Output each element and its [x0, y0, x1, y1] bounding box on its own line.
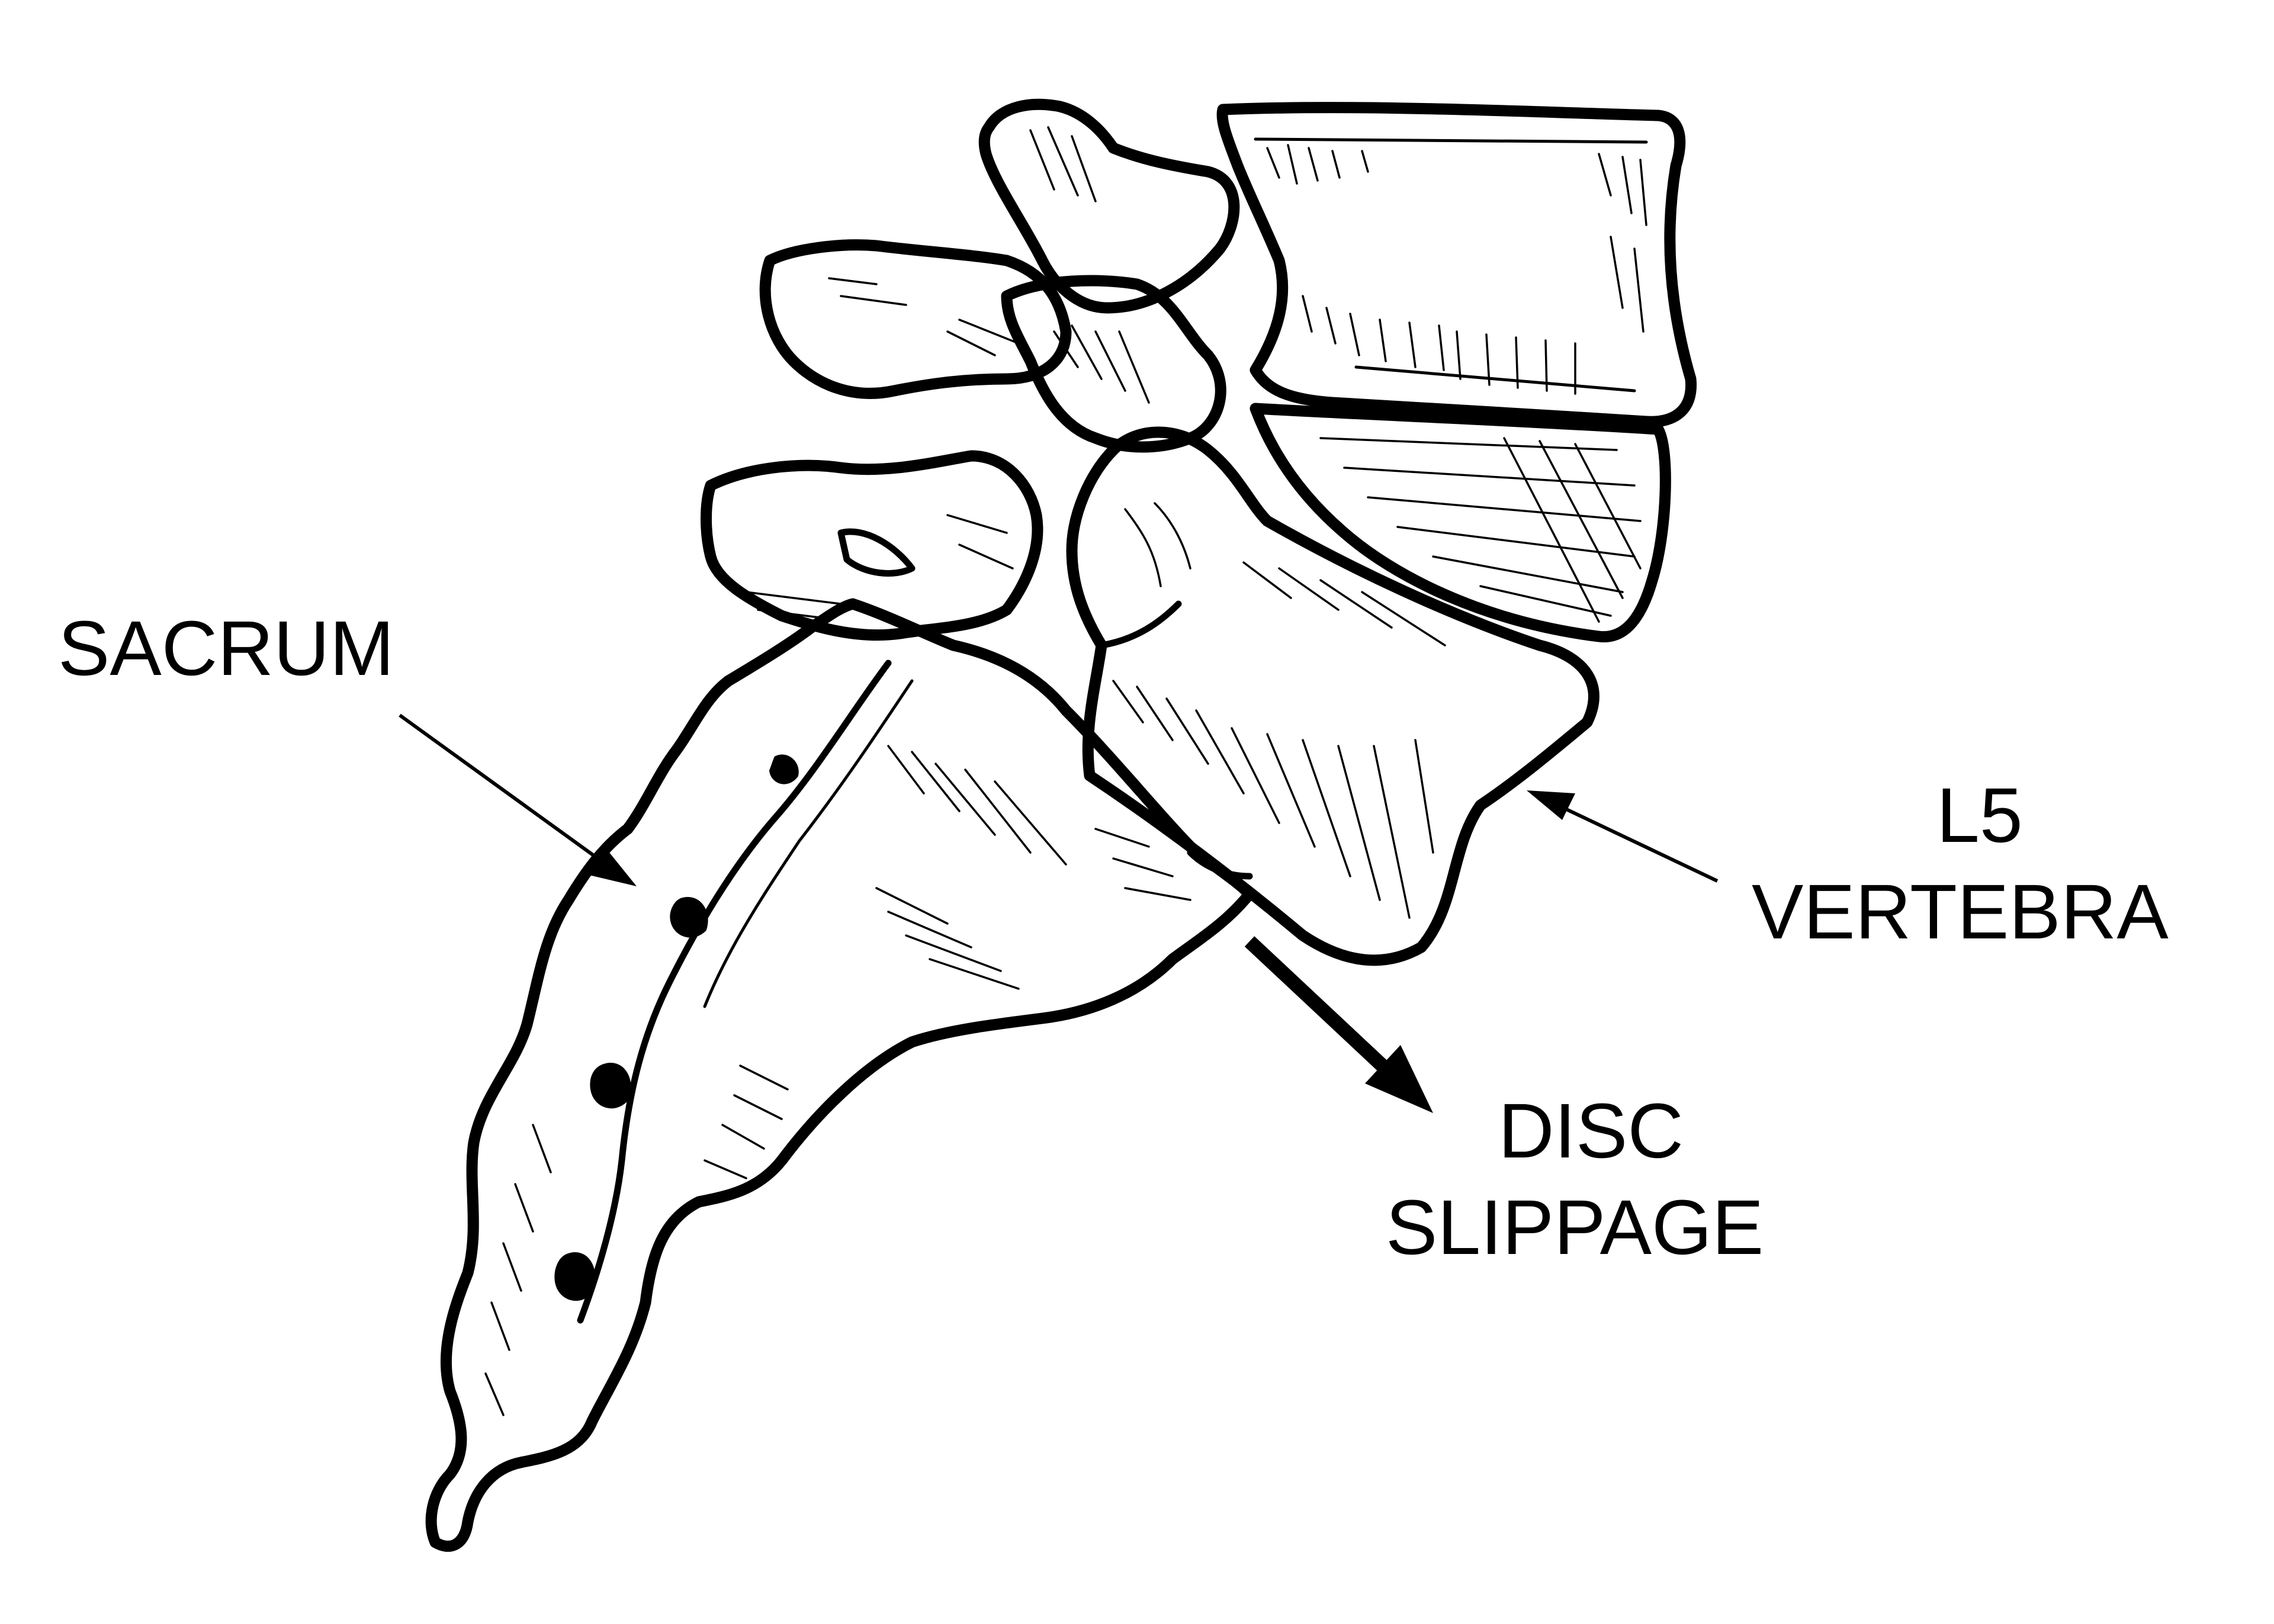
- sacrum-pointer-arrow: [399, 713, 637, 886]
- disc-slippage-label-line2: SLIPPAGE: [1386, 1184, 1764, 1271]
- l5-label-line2: VERTEBRA: [1752, 868, 2169, 955]
- disc-slippage-arrow: [1244, 936, 1433, 1113]
- sacrum: [425, 598, 1255, 1552]
- l5-label-line1: L5: [1936, 771, 2023, 858]
- l4-vertebral-body: [1216, 102, 1697, 427]
- sacrum-label: SACRUM: [58, 604, 394, 692]
- intervertebral-disc: [1250, 403, 1671, 643]
- l5-pointer-arrow: [1527, 790, 1719, 883]
- disc-slippage-label-line1: DISC: [1498, 1087, 1684, 1174]
- posterior-processes: [701, 98, 1240, 641]
